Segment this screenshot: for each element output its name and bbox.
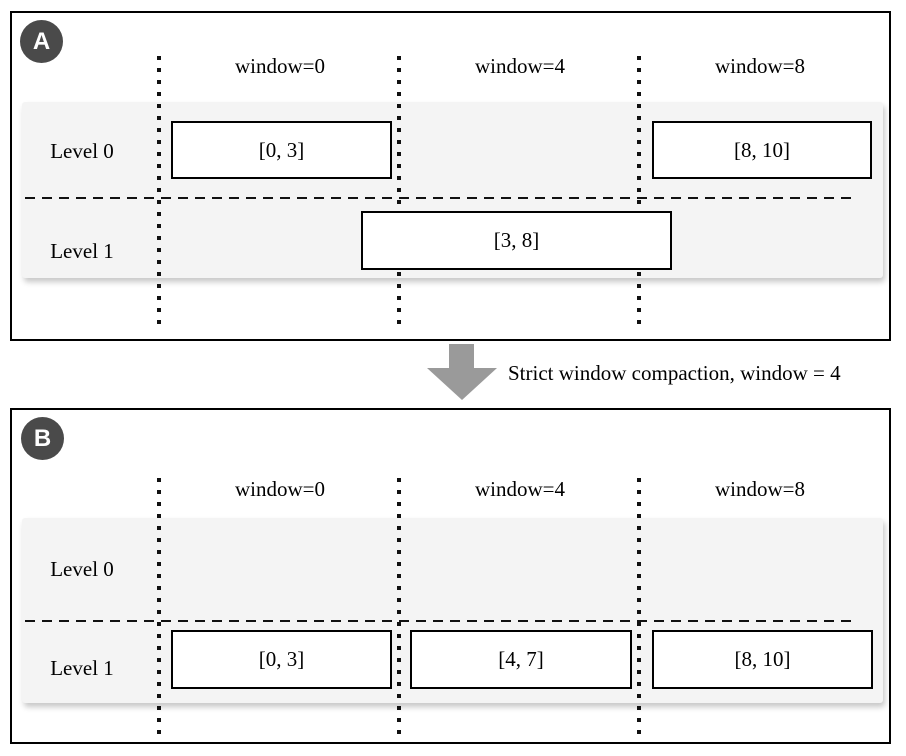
panel-a-badge-label: A bbox=[32, 27, 51, 55]
panel-b-row-label-level-1: Level 1 bbox=[50, 656, 114, 680]
panel-a-interval-box-0-3: [0, 3] bbox=[171, 121, 392, 179]
panel-a-level-divider-dashed-line bbox=[25, 197, 855, 199]
interval-label: [4, 7] bbox=[498, 647, 544, 671]
panel-a-column-header-window-8: window=8 bbox=[714, 54, 805, 78]
panel-b-window-separator-1 bbox=[397, 478, 401, 741]
panel-a-interval-box-3-8: [3, 8] bbox=[361, 211, 672, 270]
panel-a-window-separator-0 bbox=[157, 56, 161, 327]
transition-label: Strict window compaction, window = 4 bbox=[508, 361, 841, 385]
panel-b-badge: B bbox=[21, 417, 64, 460]
panel-a-column-header-window-4: window=4 bbox=[474, 54, 565, 78]
down-arrow-head-icon bbox=[427, 368, 497, 400]
panel-a-window-separator-1 bbox=[397, 56, 401, 327]
panel-b-badge-label: B bbox=[33, 424, 52, 452]
panel-a-row-label-level-0: Level 0 bbox=[50, 139, 114, 163]
panel-b-column-header-window-0: window=0 bbox=[234, 477, 325, 501]
panel-b-interval-box-4-7: [4, 7] bbox=[410, 630, 632, 689]
panel-a-row-label-level-1: Level 1 bbox=[50, 239, 114, 263]
panel-a-window-separator-2 bbox=[637, 56, 641, 327]
panel-a-frame bbox=[10, 11, 891, 341]
panel-b-interval-box-0-3: [0, 3] bbox=[171, 630, 392, 689]
panel-a-interval-box-8-10: [8, 10] bbox=[652, 121, 872, 179]
interval-label: [0, 3] bbox=[258, 647, 305, 671]
interval-label: [3, 8] bbox=[493, 228, 540, 252]
panel-b-row-label-level-0: Level 0 bbox=[50, 557, 114, 581]
panel-b-column-header-window-4: window=4 bbox=[474, 477, 565, 501]
panel-b-column-header-window-8: window=8 bbox=[714, 477, 805, 501]
interval-label: [8, 10] bbox=[734, 647, 791, 671]
panel-b-level-divider-dashed-line bbox=[25, 620, 855, 622]
down-arrow-icon bbox=[449, 344, 474, 369]
panel-a-badge: A bbox=[20, 20, 63, 63]
panel-b-interval-box-8-10: [8, 10] bbox=[652, 630, 873, 689]
panel-b-window-separator-2 bbox=[637, 478, 641, 741]
interval-label: [0, 3] bbox=[258, 137, 305, 162]
panel-b-frame bbox=[10, 408, 891, 744]
panel-a-column-header-window-0: window=0 bbox=[234, 54, 325, 78]
interval-label: [8, 10] bbox=[734, 137, 790, 162]
panel-b-window-separator-0 bbox=[157, 478, 161, 741]
